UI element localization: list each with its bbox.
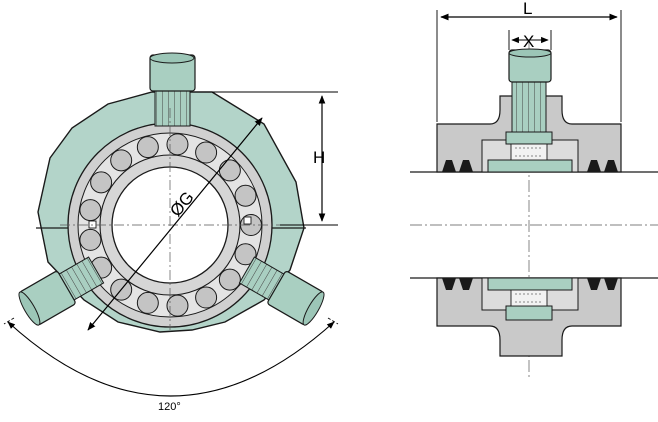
seal-icon	[442, 160, 456, 172]
label-angle: 120°	[158, 401, 181, 413]
bearing-roller-icon	[218, 159, 241, 182]
bearing-roller-icon	[79, 199, 102, 222]
inner-ring-green-top	[487, 159, 573, 173]
outer-ring-green-top	[505, 131, 553, 145]
set-screw-left	[88, 220, 97, 229]
bearing-roller-icon	[195, 141, 218, 164]
bearing-roller-icon	[218, 268, 241, 291]
dimension-120-arc	[7, 321, 335, 397]
bolt-section-thread	[511, 77, 547, 133]
bearing-roller-icon	[136, 136, 159, 159]
label-L: L	[523, 0, 532, 18]
dimension-G-line	[87, 117, 263, 331]
bearing-roller-icon	[110, 149, 133, 172]
section-view: L X	[410, 0, 658, 380]
bearing-roller-icon	[195, 286, 218, 309]
outer-ring-green-bottom	[505, 305, 553, 321]
roller-section-top	[510, 143, 548, 161]
front-view: ØG H 120°	[3, 52, 339, 413]
bolt-top	[149, 52, 196, 127]
label-H: H	[313, 148, 325, 167]
roller-section-bottom	[510, 289, 548, 307]
set-screw-right	[243, 216, 252, 225]
bearing-roller-icon	[90, 171, 113, 194]
bearing-roller-icon	[234, 184, 257, 207]
bearing-roller-icon	[79, 228, 102, 251]
inner-ring-green-bottom	[487, 277, 573, 291]
bearing-roller-icon	[136, 291, 159, 314]
label-X: X	[523, 32, 534, 51]
